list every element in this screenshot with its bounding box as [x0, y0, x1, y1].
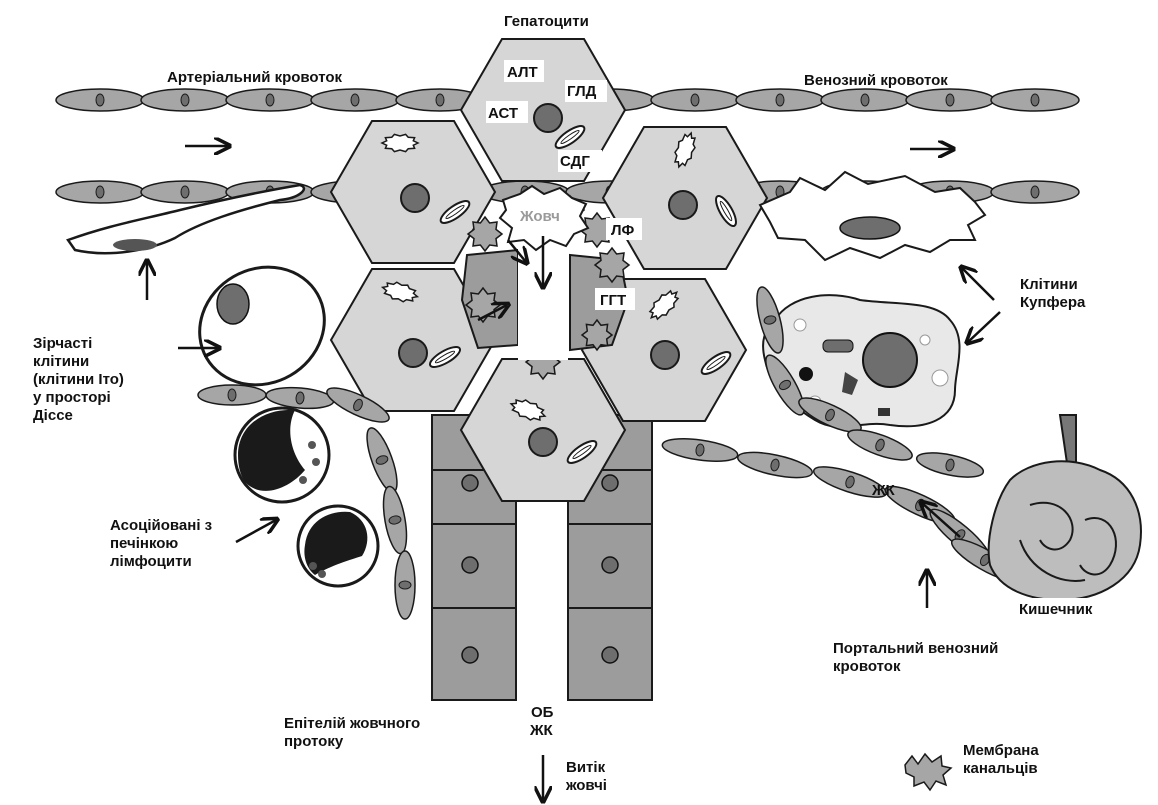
endothelial-cell	[361, 425, 403, 496]
endothelial-cell	[991, 181, 1079, 203]
stellate-ito-cell	[178, 245, 346, 408]
arrow-icon	[236, 520, 276, 542]
label-lymphocytes-3: лімфоцити	[110, 553, 192, 570]
label-bile: Жовч	[519, 208, 560, 225]
endothelial-cell	[661, 435, 739, 465]
label-epithelium-1: Епітелій жовчного	[284, 715, 420, 732]
endothelial-cell	[141, 89, 229, 111]
label-bile-outflow-1: Витік	[566, 759, 606, 776]
hepatocyte-upper-left	[331, 121, 495, 263]
endothelial-cell	[736, 447, 814, 482]
endothelial-cell	[379, 485, 411, 555]
label-stellate-2: клітини	[33, 353, 89, 370]
label-sdg: СДГ	[560, 153, 590, 170]
lymphocyte-2	[298, 506, 378, 586]
lymphocyte-1	[235, 408, 329, 502]
label-kupffer-1: Клітини	[1020, 276, 1078, 293]
label-bile-outflow-2: жовчі	[565, 777, 607, 794]
label-kupffer-2: Купфера	[1020, 294, 1086, 311]
endothelial-cell	[311, 89, 399, 111]
endothelial-cell	[915, 448, 986, 482]
label-gld: ГЛД	[567, 83, 597, 100]
hepatocyte-upper-right	[603, 127, 767, 269]
label-membrane-2: канальців	[963, 760, 1038, 777]
label-intestine: Кишечник	[1019, 601, 1093, 618]
endothelial-cell	[226, 89, 314, 111]
endothelial-cell	[845, 424, 916, 466]
label-epithelium-2: протоку	[284, 733, 344, 750]
endothelial-cell	[821, 89, 909, 111]
label-ob-zhk: ЖК	[529, 722, 554, 739]
arrow-icon	[962, 268, 994, 300]
label-stellate-5: Діссе	[33, 407, 73, 424]
label-stellate-3: (клітини Іто)	[33, 371, 124, 388]
endothelial-cell	[991, 89, 1079, 111]
canalicular-membrane	[582, 320, 612, 350]
label-membrane-1: Мембрана	[963, 742, 1039, 759]
arrow-icon	[968, 312, 1000, 342]
canalicular-membrane	[468, 217, 502, 251]
label-venous-flow: Венозний кровоток	[804, 72, 948, 89]
label-lf: ЛФ	[611, 222, 635, 239]
label-lymphocytes-1: Асоційовані з	[110, 517, 212, 534]
title-hepatocytes: Гепатоцити	[504, 13, 589, 30]
label-portal-2: кровоток	[833, 658, 901, 675]
label-alt: АЛТ	[507, 64, 538, 81]
intestine-icon	[989, 415, 1141, 600]
label-ggt: ГГТ	[600, 292, 626, 309]
label-lymphocytes-2: печінкою	[110, 535, 178, 552]
endothelial-cell	[651, 89, 739, 111]
canalicular-membrane	[595, 248, 629, 282]
label-stellate-1: Зірчасті	[33, 335, 92, 352]
endothelial-cell	[395, 551, 415, 619]
endothelial-cell	[736, 89, 824, 111]
endothelial-cell	[56, 89, 144, 111]
endothelial-cell	[198, 385, 266, 405]
label-ob: ОБ	[531, 704, 554, 721]
label-portal-1: Портальний венозний	[833, 640, 998, 657]
label-arterial-flow: Артеріальний кровоток	[167, 69, 343, 86]
star-membrane-icon	[905, 754, 951, 790]
endothelial-cell	[56, 181, 144, 203]
endothelial-cell	[906, 89, 994, 111]
endothelial-cell	[141, 181, 229, 203]
label-ast: АСТ	[488, 105, 518, 122]
label-zhk: ЖК	[871, 482, 896, 499]
label-stellate-4: у просторі	[33, 389, 111, 406]
